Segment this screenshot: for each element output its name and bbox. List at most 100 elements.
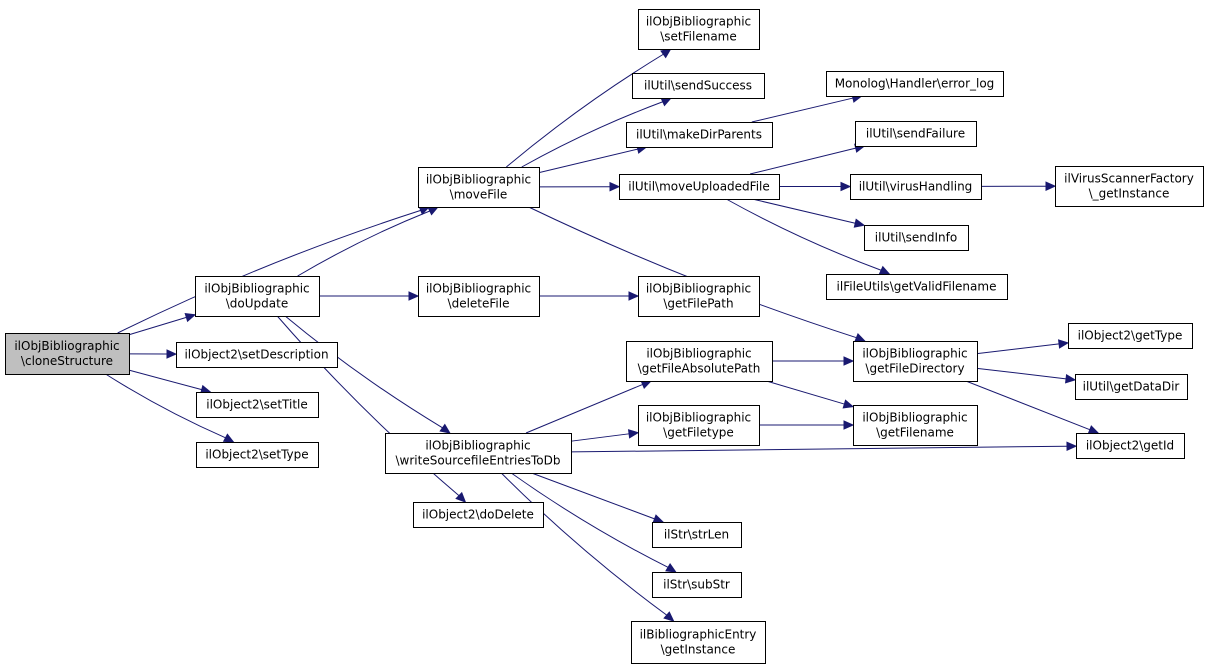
node-box — [176, 342, 338, 368]
node-box — [626, 122, 773, 148]
node-box — [1068, 323, 1193, 349]
node-label: ilObject2\setDescription — [184, 348, 328, 362]
node-label: ilUtil\sendFailure — [866, 127, 965, 141]
node-getFilePath[interactable]: ilObjBibliographic\getFilePath — [638, 276, 760, 317]
node-getFilename[interactable]: ilObjBibliographic\getFilename — [853, 405, 978, 446]
node-label: ilVirusScannerFactory — [1064, 172, 1194, 186]
edge-cloneStructure-to-setTitle — [128, 369, 212, 395]
node-box — [195, 276, 320, 317]
node-label: ilObjBibliographic — [646, 15, 751, 29]
edge-writeSourcefileEntriesToDb-to-getFiletype — [570, 429, 640, 442]
node-getFileAbsolutePath[interactable]: ilObjBibliographic\getFileAbsolutePath — [626, 341, 773, 382]
node-label: \writeSourcefileEntriesToDb — [396, 454, 561, 468]
edge-line — [766, 380, 845, 405]
edge-line — [117, 209, 421, 334]
node-moveFile[interactable]: ilObjBibliographic\moveFile — [418, 167, 540, 208]
node-setFilename[interactable]: ilObjBibliographic\setFilename — [638, 9, 760, 50]
edge-line — [976, 367, 1067, 380]
arrowhead-icon — [222, 433, 235, 443]
edge-writeSourcefileEntriesToDb-to-getInstanceEntry — [500, 472, 675, 622]
node-box — [418, 167, 540, 208]
node-getValidFilename[interactable]: ilFileUtils\getValidFilename — [826, 274, 1008, 300]
node-moveUploadedFile[interactable]: ilUtil\moveUploadedFile — [619, 174, 780, 200]
node-label: ilObjBibliographic — [862, 411, 967, 425]
node-makeDirParents[interactable]: ilUtil\makeDirParents — [626, 122, 773, 148]
node-box — [826, 71, 1004, 97]
node-label: ilUtil\moveUploadedFile — [628, 180, 770, 194]
node-errorLog[interactable]: Monolog\Handler\error_log — [826, 71, 1004, 97]
node-setTitle[interactable]: ilObject2\setTitle — [196, 392, 319, 418]
arrowhead-icon — [628, 291, 640, 301]
node-virusHandling[interactable]: ilUtil\virusHandling — [850, 174, 982, 200]
arrowhead-icon — [184, 312, 197, 323]
edge-doUpdate-to-writeSourcefileEntriesToDb — [284, 315, 451, 434]
edge-moveFile-to-getFileDirectory — [528, 206, 866, 342]
edge-moveUploadedFile-to-virusHandling — [779, 181, 852, 192]
node-box — [864, 225, 969, 251]
node-subStr[interactable]: ilStr\subStr — [652, 572, 742, 598]
edge-cloneStructure-to-setDescription — [128, 349, 178, 359]
node-doDelete[interactable]: ilObject2\doDelete — [413, 502, 544, 528]
node-getFiletype[interactable]: ilObjBibliographic\getFiletype — [638, 405, 760, 446]
edge-line — [976, 343, 1060, 355]
edge-line — [752, 198, 856, 224]
node-label: \doUpdate — [226, 297, 288, 311]
node-getInstanceVirus[interactable]: ilVirusScannerFactory\_getInstance — [1055, 166, 1204, 207]
node-getDataDir[interactable]: ilUtil\getDataDir — [1075, 374, 1188, 400]
edge-line — [751, 97, 854, 123]
node-setDescription[interactable]: ilObject2\setDescription — [176, 342, 338, 368]
node-box — [1055, 166, 1204, 207]
node-box — [652, 572, 742, 598]
node-box — [631, 621, 766, 664]
node-box — [1076, 433, 1185, 459]
edge-moveFile-to-moveUploadedFile — [538, 181, 621, 192]
node-cloneStructure[interactable]: ilObjBibliographic\cloneStructure — [5, 333, 130, 375]
node-setType[interactable]: ilObject2\setType — [196, 442, 319, 468]
edge-makeDirParents-to-errorLog — [751, 93, 863, 123]
node-box — [418, 276, 540, 317]
node-getType[interactable]: ilObject2\getType — [1068, 323, 1193, 349]
node-label: \getFileDirectory — [865, 362, 964, 376]
edge-getFileAbsolutePath-to-getFileDirectory — [772, 356, 855, 366]
node-box — [826, 274, 1008, 300]
node-doUpdate[interactable]: ilObjBibliographic\doUpdate — [195, 276, 320, 317]
node-strLen[interactable]: ilStr\strLen — [652, 522, 742, 548]
edge-writeSourcefileEntriesToDb-to-subStr — [510, 472, 677, 573]
node-label: \_getInstance — [1089, 187, 1170, 201]
edge-getFileDirectory-to-getType — [976, 339, 1070, 355]
node-getInstanceEntry[interactable]: ilBibliographicEntry\getInstance — [631, 621, 766, 664]
node-label: ilObject2\getId — [1086, 439, 1174, 453]
node-sendInfo[interactable]: ilUtil\sendInfo — [864, 225, 969, 251]
node-sendFailure[interactable]: ilUtil\sendFailure — [855, 121, 977, 147]
edge-writeSourcefileEntriesToDb-to-getId — [570, 441, 1078, 453]
node-getId[interactable]: ilObject2\getId — [1076, 433, 1185, 459]
node-label: ilUtil\sendSuccess — [644, 79, 752, 93]
arrowhead-icon — [843, 356, 855, 366]
arrowhead-icon — [1058, 339, 1070, 349]
node-writeSourcefileEntriesToDb[interactable]: ilObjBibliographic\writeSourcefileEntrie… — [385, 433, 572, 474]
edge-line — [531, 472, 655, 520]
node-label: \cloneStructure — [21, 354, 113, 368]
arrowhead-icon — [663, 611, 675, 622]
node-label: \getFiletype — [663, 426, 734, 440]
edge-line — [500, 472, 668, 616]
arrowhead-icon — [1065, 374, 1077, 384]
node-box — [196, 442, 319, 468]
edge-line — [570, 433, 630, 442]
node-label: ilObjBibliographic — [426, 282, 531, 296]
edge-moveFile-to-setFilename — [506, 48, 672, 168]
node-label: ilObjBibliographic — [646, 347, 751, 361]
edge-getFiletype-to-getFilename — [758, 420, 855, 430]
node-label: ilStr\subStr — [663, 578, 730, 592]
node-label: ilObjBibliographic — [646, 411, 751, 425]
node-getFileDirectory[interactable]: ilObjBibliographic\getFileDirectory — [853, 341, 978, 382]
edge-getFileDirectory-to-getId — [965, 380, 1100, 434]
node-label: \getFileAbsolutePath — [638, 362, 761, 376]
node-box — [619, 174, 780, 200]
edge-cloneStructure-to-setType — [105, 373, 235, 443]
node-sendSuccess[interactable]: ilUtil\sendSuccess — [632, 73, 765, 99]
arrowhead-icon — [660, 97, 673, 107]
node-deleteFile[interactable]: ilObjBibliographic\deleteFile — [418, 276, 540, 317]
edge-getFileDirectory-to-getDataDir — [976, 367, 1077, 384]
node-box — [385, 433, 572, 474]
